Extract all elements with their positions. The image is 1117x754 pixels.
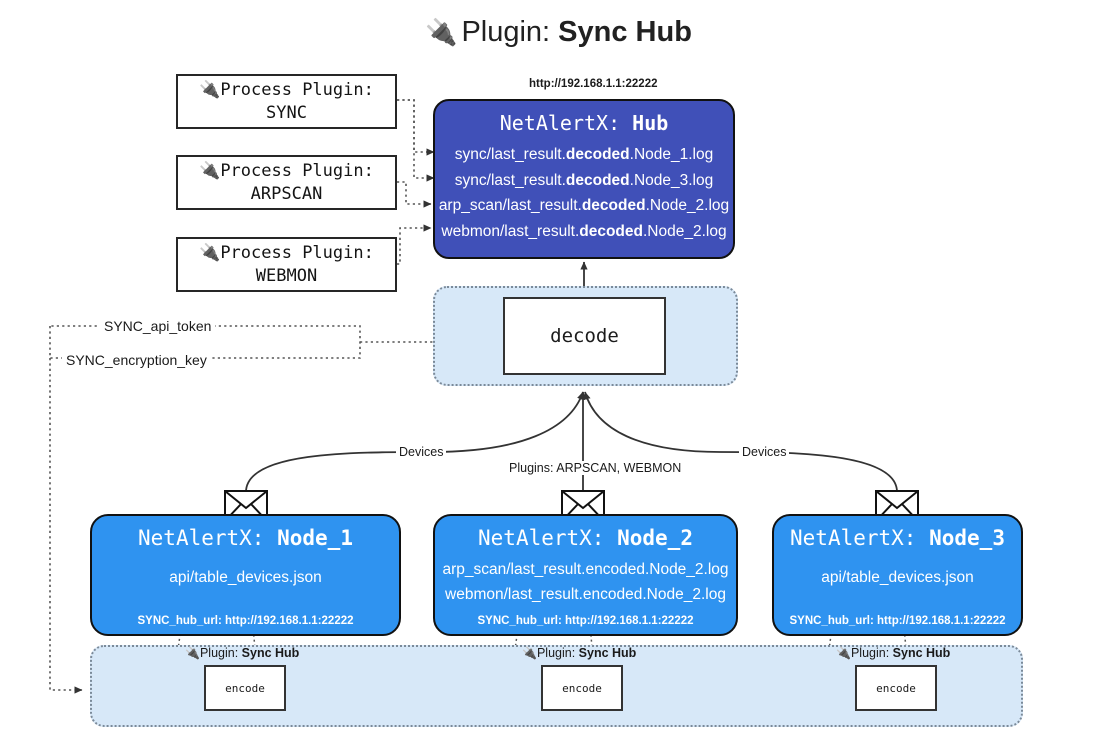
process-plugin-label: Process Plugin: xyxy=(220,79,374,100)
plugins-label-center: Plugins: ARPSCAN, WEBMON xyxy=(506,461,685,475)
plug-icon: 🔌 xyxy=(425,17,458,47)
process-plugin-name: SYNC xyxy=(266,102,307,123)
node-box-1[interactable]: NetAlertX: Node_1 api/table_devices.json… xyxy=(90,514,401,636)
process-plugin-sync[interactable]: 🔌Process Plugin: SYNC xyxy=(176,74,397,129)
devices-label-left: Devices xyxy=(396,445,447,459)
edge-encryption-key-to-encoders xyxy=(49,358,83,694)
plug-icon: 🔌 xyxy=(836,646,851,660)
sync-api-token-label: SYNC_api_token xyxy=(100,318,216,334)
hub-title-prefix: NetAlertX: xyxy=(499,111,621,135)
hub-title-name: Hub xyxy=(632,111,669,135)
hub-title: NetAlertX: Hub xyxy=(435,111,733,135)
node-footer: SYNC_hub_url: http://192.168.1.1:22222 xyxy=(477,615,694,627)
devices-label-right: Devices xyxy=(739,445,790,459)
plug-icon: 🔌 xyxy=(199,242,221,263)
hub-log-line: sync/last_result.decoded.Node_1.log xyxy=(454,146,714,163)
encoder-label-2: 🔌Plugin: Sync Hub xyxy=(522,646,637,660)
page-title: 🔌Plugin: Sync Hub xyxy=(0,16,1117,49)
node-box-3[interactable]: NetAlertX: Node_3 api/table_devices.json… xyxy=(772,514,1023,636)
process-plugin-name: ARPSCAN xyxy=(250,183,323,204)
edge-webmon-to-log4 xyxy=(397,224,432,265)
node-line: api/table_devices.json xyxy=(169,569,322,586)
title-prefix: Plugin: xyxy=(461,16,551,48)
encode-box-3[interactable]: encode xyxy=(855,665,937,711)
hub-url-label: http://192.168.1.1:22222 xyxy=(529,78,658,90)
edge-node1-to-decode xyxy=(245,391,584,493)
hub-log-line: webmon/last_result.decoded.Node_2.log xyxy=(441,222,727,240)
node-footer: SYNC_hub_url: http://192.168.1.1:22222 xyxy=(137,615,354,627)
node-box-2[interactable]: NetAlertX: Node_2 arp_scan/last_result.e… xyxy=(433,514,738,636)
node-line: api/table_devices.json xyxy=(821,569,974,586)
plug-icon: 🔌 xyxy=(522,646,537,660)
encoder-label-3: 🔌Plugin: Sync Hub xyxy=(836,646,951,660)
hub-log-line: arp_scan/last_result.decoded.Node_2.log xyxy=(438,197,730,215)
decode-box[interactable]: decode xyxy=(503,297,666,375)
process-plugin-label: Process Plugin: xyxy=(220,242,374,263)
edge-sync-to-log1 xyxy=(397,99,435,156)
process-plugin-name: WEBMON xyxy=(255,265,318,286)
process-plugin-label: Process Plugin: xyxy=(220,160,374,181)
plug-icon: 🔌 xyxy=(185,646,200,660)
node-title: NetAlertX: Node_2 xyxy=(478,526,693,550)
node-line: arp_scan/last_result.encoded.Node_2.log xyxy=(442,561,729,578)
encode-box-1[interactable]: encode xyxy=(204,665,286,711)
plug-icon: 🔌 xyxy=(199,160,221,181)
node-title: NetAlertX: Node_3 xyxy=(790,526,1005,550)
node-title: NetAlertX: Node_1 xyxy=(138,526,353,550)
node-line: webmon/last_result.encoded.Node_2.log xyxy=(445,585,726,603)
hub-node[interactable]: NetAlertX: Hub sync/last_result.decoded.… xyxy=(433,99,735,259)
edge-node3-to-decode xyxy=(583,391,898,493)
edge-arpscan-to-log3 xyxy=(397,181,432,208)
node-footer: SYNC_hub_url: http://192.168.1.1:22222 xyxy=(789,615,1006,627)
process-plugin-arpscan[interactable]: 🔌Process Plugin: ARPSCAN xyxy=(176,155,397,210)
sync-encryption-key-label: SYNC_encryption_key xyxy=(62,352,211,368)
title-name: Sync Hub xyxy=(558,16,692,48)
plug-icon: 🔌 xyxy=(199,79,221,100)
process-plugin-webmon[interactable]: 🔌Process Plugin: WEBMON xyxy=(176,237,397,292)
encoder-label-1: 🔌Plugin: Sync Hub xyxy=(185,646,300,660)
hub-log-line: sync/last_result.decoded.Node_3.log xyxy=(454,171,714,189)
encode-box-2[interactable]: encode xyxy=(541,665,623,711)
edge-sync-to-log2 xyxy=(397,99,435,182)
